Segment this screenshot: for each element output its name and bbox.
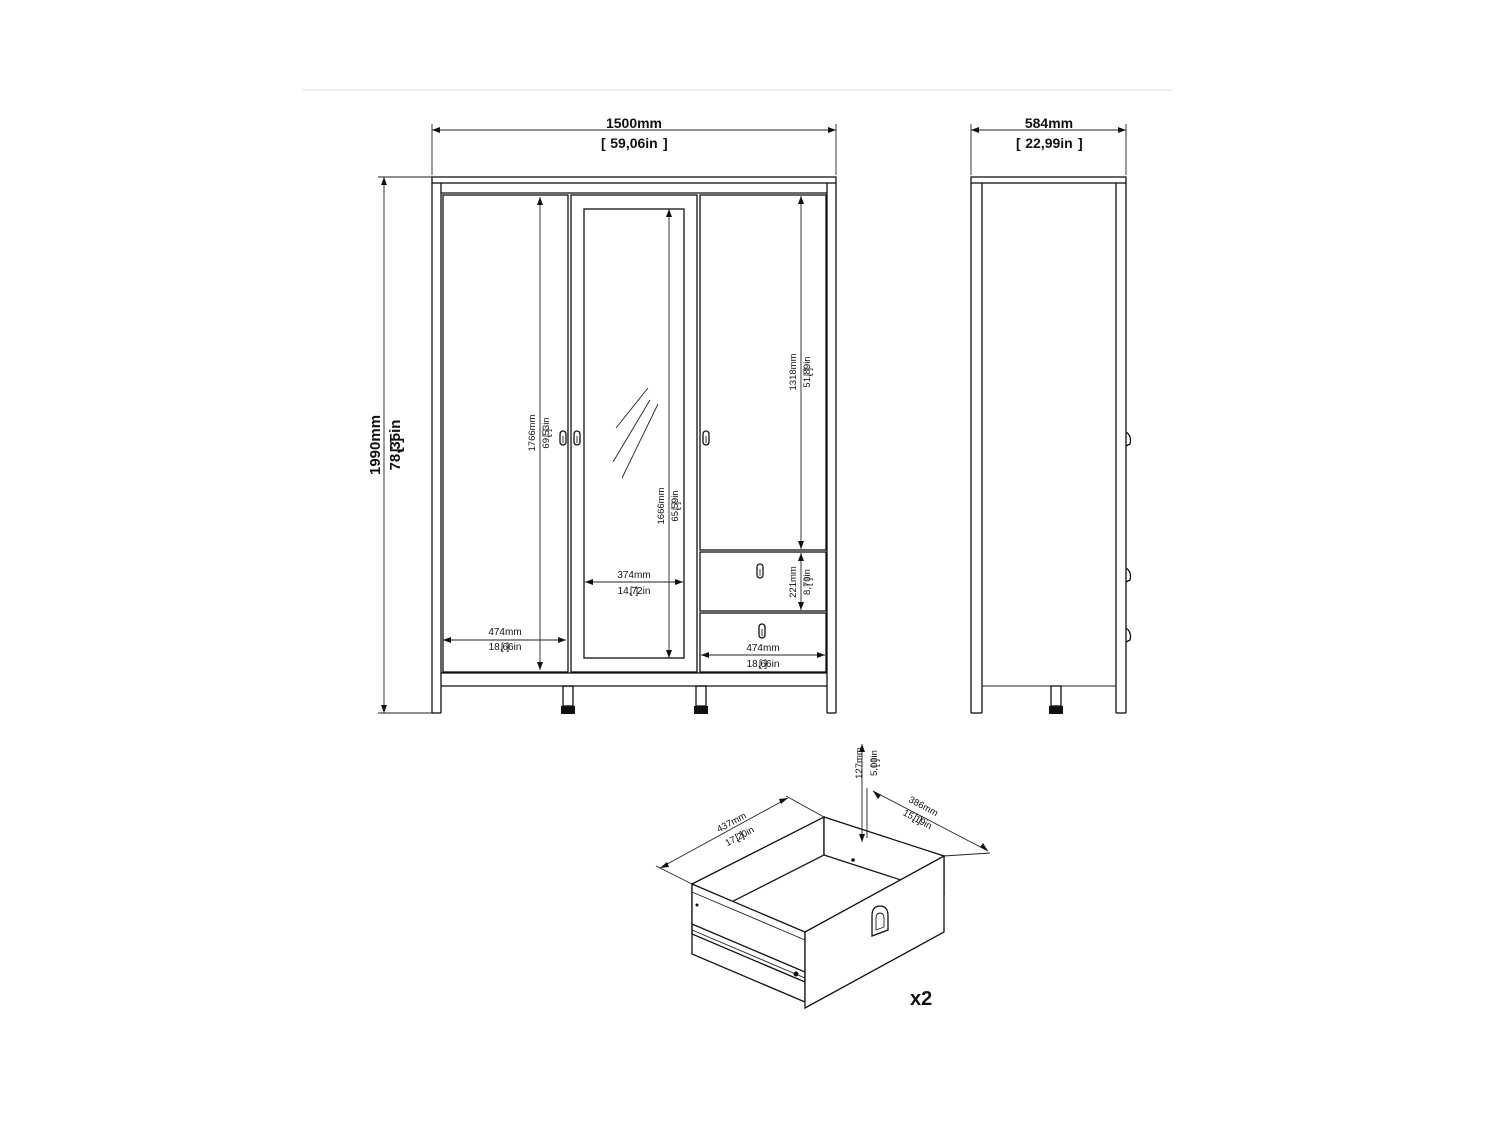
mirror-height-dimension: 1666mm 65,59in [ ]: [656, 209, 682, 658]
left-door-width-in: 18,66in: [489, 642, 522, 653]
drawer-height-dimension-iso: 127mm 5,00in [ ]: [854, 744, 881, 842]
mirror-door-handle-icon: [573, 430, 581, 446]
right-upper-door: [699, 194, 827, 551]
mirror-width-dimension: 374mm [ ] 14,72in: [585, 570, 683, 597]
drawer-height-dimension: 221mm 8,70in [ ]: [788, 553, 814, 610]
drawer-height-in: 8,70in: [802, 569, 813, 595]
drawer-front-handle-icon: [871, 905, 889, 937]
mirror: [583, 208, 685, 659]
front-height-mm: 1990mm: [367, 415, 384, 475]
right-door-height-in: 51,89in: [802, 356, 813, 387]
side-upper-drawer-handle-icon: [1125, 567, 1132, 583]
svg-text:[ ]: [ ]: [870, 759, 881, 768]
right-door-height-dimension: 1318mm 51,89in [ ]: [788, 196, 814, 549]
mirror-width-in: 14,72in: [618, 586, 651, 597]
side-door-handle-icon: [1125, 431, 1132, 447]
svg-text:[ ]: [ ]: [542, 429, 553, 438]
front-width-mm: 1500mm: [606, 115, 662, 131]
left-door: [442, 194, 569, 673]
side-foot: [1049, 685, 1063, 714]
svg-text:[ ]: [ ]: [501, 642, 510, 653]
front-width-in: 59,06in: [610, 135, 657, 151]
svg-text:[ ]: [ ]: [803, 368, 814, 377]
drawer-iso-height-in: 5,00in: [869, 750, 880, 776]
inner-height-dimension: 1766mm 69,53in [ ]: [527, 197, 553, 670]
right-drawer-width-mm: 474mm: [746, 643, 779, 654]
side-top: [970, 176, 1127, 184]
svg-text:]: ]: [663, 135, 668, 151]
side-view: 584mm [ ] 22,99in: [970, 115, 1132, 714]
inner-height-in: 69,53in: [541, 417, 552, 448]
side-depth-dimension: 584mm [ ] 22,99in: [970, 115, 1127, 175]
right-drawer-width-in: 18,66in: [747, 659, 780, 670]
side-depth-mm: 584mm: [1025, 115, 1073, 131]
left-door-width-dimension: 474mm [ ] 18,66in: [443, 627, 566, 653]
cabinet-top: [431, 176, 837, 184]
front-height-in: 78,35in: [387, 420, 404, 471]
mirror-height-mm: 1666mm: [656, 487, 667, 524]
inner-height-mm: 1766mm: [527, 414, 538, 451]
side-depth-in: 22,99in: [1025, 135, 1072, 151]
drawer-front-panel: [804, 854, 945, 1010]
left-door-width-mm: 474mm: [488, 627, 521, 638]
svg-text:[ ]: [ ]: [388, 438, 405, 452]
drawer-left-side: [691, 883, 806, 1003]
mirror-door: [570, 194, 698, 673]
upper-drawer-front: [699, 551, 827, 612]
svg-text:]: ]: [1078, 135, 1083, 151]
upper-drawer-handle-icon: [756, 563, 764, 579]
svg-text:[ ]: [ ]: [630, 586, 639, 597]
right-drawer-width-dimension: 474mm [ ] 18,66in: [701, 643, 825, 670]
front-view: 1500mm [ ] 59,06in 1990mm [ ] 78,35in: [367, 115, 837, 714]
front-foot-right: [694, 685, 708, 714]
drawer-quantity: x2: [910, 988, 932, 1010]
front-foot-left: [561, 685, 575, 714]
lower-drawer-handle-icon: [758, 623, 766, 639]
front-height-dimension: 1990mm [ ] 78,35in: [367, 176, 432, 714]
right-door-height-mm: 1318mm: [788, 353, 799, 390]
svg-text:[ ]: [ ]: [803, 578, 814, 587]
front-width-dimension: 1500mm [ ] 59,06in: [431, 115, 837, 175]
drawer-iso-height-mm: 127mm: [854, 747, 865, 779]
svg-text:[ ]: [ ]: [759, 659, 768, 670]
mirror-height-in: 65,59in: [670, 490, 681, 521]
drawer-height-mm: 221mm: [788, 566, 799, 598]
drawer-isometric-view: 437mm 17,20in [ ] 386mm 15,19in [ ] 127m…: [655, 744, 991, 1010]
svg-text:[ ]: [ ]: [671, 502, 682, 511]
svg-text:[: [: [601, 135, 606, 151]
lower-drawer-front: [699, 612, 827, 673]
side-lower-drawer-handle-icon: [1125, 627, 1132, 643]
svg-text:[: [: [1016, 135, 1021, 151]
left-door-handle-icon: [559, 430, 567, 446]
mirror-width-mm: 374mm: [617, 570, 650, 581]
right-door-handle-icon: [702, 430, 710, 446]
